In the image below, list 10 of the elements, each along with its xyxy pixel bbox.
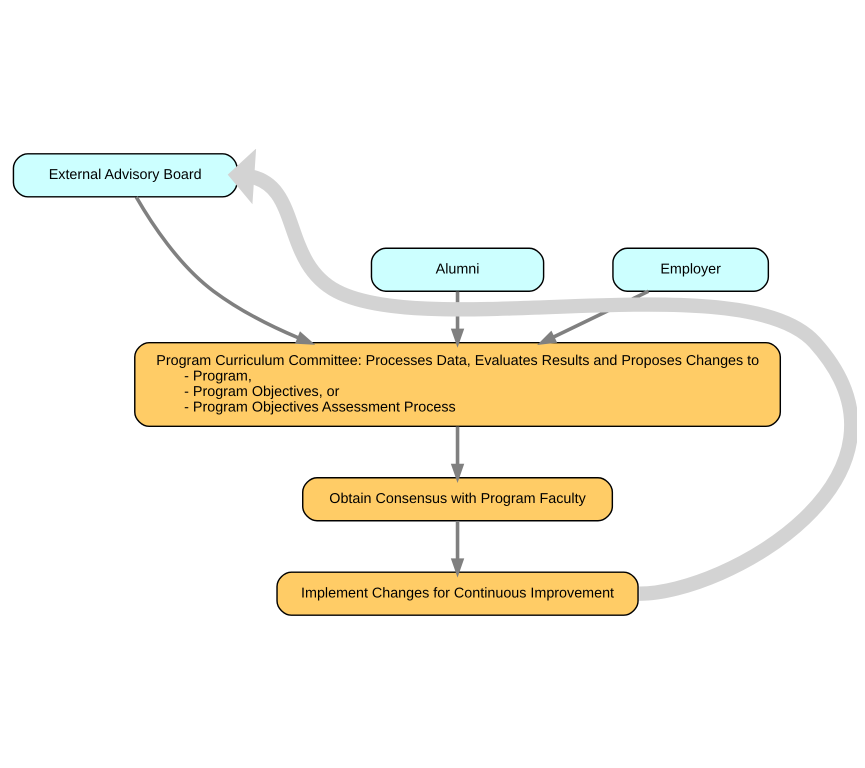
arrow [450,426,464,482]
node-box: Implement Changes for Continuous Improvement [276,570,639,616]
arrow [228,148,857,600]
node-box: External Advisory Board [12,152,238,198]
node-box: Obtain Consensus with Program Faculty [302,476,614,521]
node-box: Alumni [370,247,544,292]
arrow [134,196,316,344]
arrow [450,520,464,578]
node-box: Program Curriculum Committee: Processes Data, Evaluates Results and Proposes Changes to - Program, - Program Objectives, or - Program Objectives Assessment Process [134,341,782,427]
node-box: Employer [612,247,770,292]
